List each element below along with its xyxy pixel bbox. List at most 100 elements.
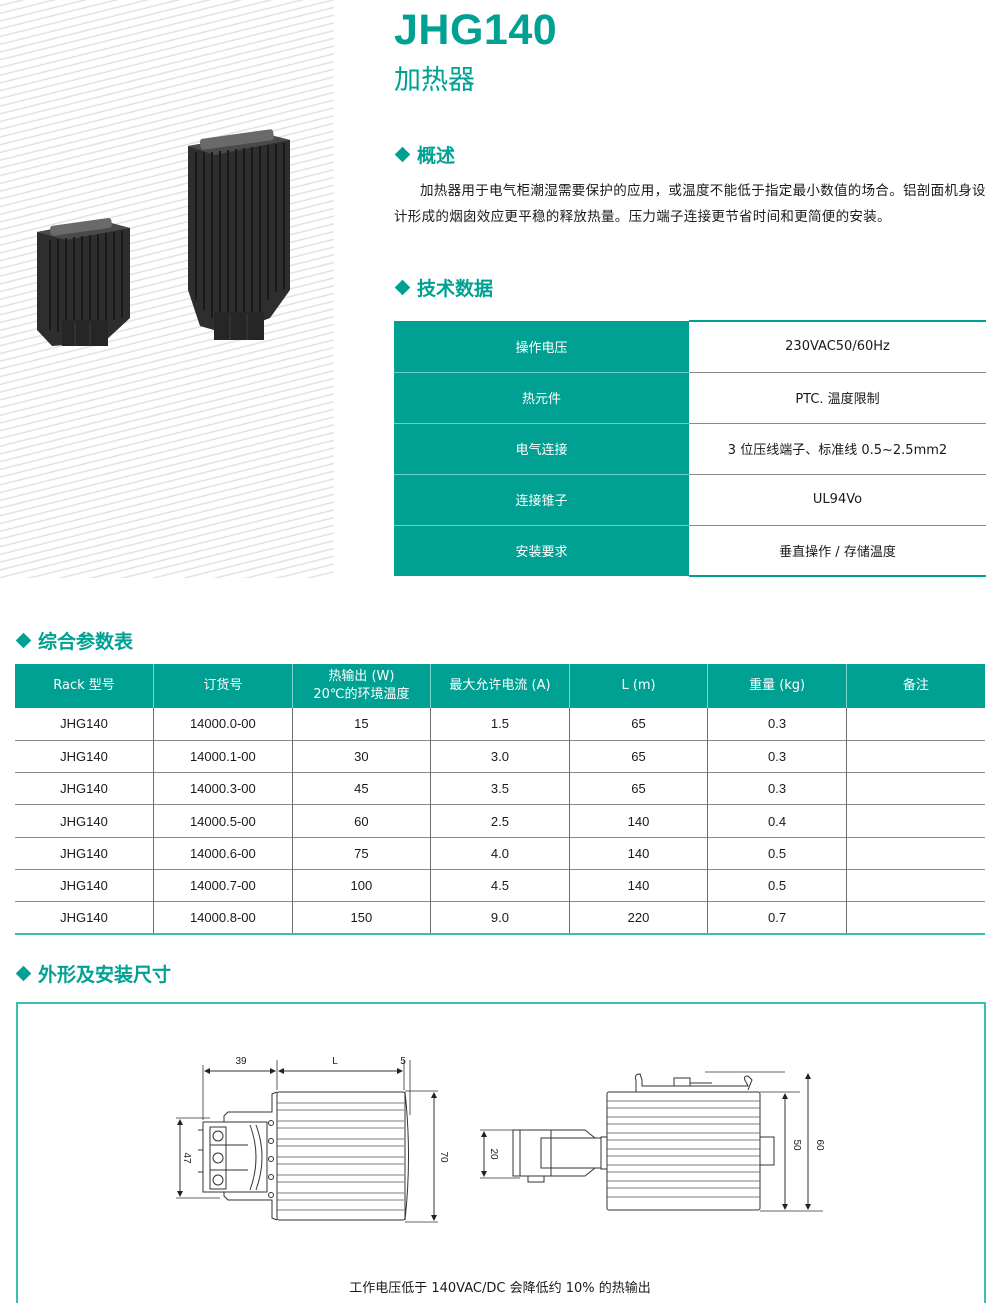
dimension-label-47: 47 bbox=[181, 1152, 192, 1164]
cell-order-no: 14000.6-00 bbox=[153, 836, 293, 870]
table-row: 连接锥子 UL94Vo bbox=[394, 474, 986, 526]
cell-order-no: 14000.8-00 bbox=[153, 901, 293, 936]
cell-heat-output: 60 bbox=[291, 804, 431, 838]
cell-remarks bbox=[845, 868, 985, 902]
column-header-length: L (m) bbox=[568, 664, 708, 708]
table-row: JHG140 14000.6-00 75 4.0 140 0.5 bbox=[15, 836, 985, 870]
column-header-model: Rack 型号 bbox=[15, 664, 154, 708]
dimension-label-20: 20 bbox=[488, 1148, 499, 1160]
cell-length: 65 bbox=[568, 708, 708, 741]
cell-length: 140 bbox=[568, 836, 708, 870]
column-header-heat-output-line2: 20℃的环境温度 bbox=[313, 687, 410, 702]
cell-order-no: 14000.3-00 bbox=[153, 772, 293, 805]
spec-value: 垂直操作 / 存储温度 bbox=[689, 525, 986, 577]
cell-model: JHG140 bbox=[15, 901, 154, 936]
column-header-order-no: 订货号 bbox=[153, 664, 293, 708]
spec-label: 连接锥子 bbox=[394, 474, 689, 526]
cell-max-current: 4.5 bbox=[430, 868, 570, 902]
section-heading-label: 技术数据 bbox=[417, 278, 494, 300]
cell-remarks bbox=[845, 772, 985, 805]
cell-remarks bbox=[845, 708, 985, 741]
cell-length: 220 bbox=[568, 901, 708, 936]
cell-model: JHG140 bbox=[15, 868, 154, 902]
cell-weight: 0.5 bbox=[707, 868, 847, 902]
table-row: 热元件 PTC. 温度限制 bbox=[394, 372, 986, 424]
table-row: JHG140 14000.3-00 45 3.5 65 0.3 bbox=[15, 772, 985, 805]
cell-heat-output: 75 bbox=[291, 836, 431, 870]
tech-data-table: 操作电压 230VAC50/60Hz 热元件 PTC. 温度限制 电气连接 3 … bbox=[394, 320, 986, 577]
cell-max-current: 3.0 bbox=[430, 739, 570, 773]
cell-max-current: 1.5 bbox=[430, 708, 570, 741]
cell-heat-output: 150 bbox=[291, 901, 431, 936]
table-row: 电气连接 3 位压线端子、标准线 0.5~2.5mm2 bbox=[394, 423, 986, 475]
cell-model: JHG140 bbox=[15, 836, 154, 870]
column-header-remarks: 备注 bbox=[845, 664, 985, 708]
cell-remarks bbox=[845, 901, 985, 936]
spec-label: 操作电压 bbox=[394, 321, 689, 373]
cell-model: JHG140 bbox=[15, 772, 154, 805]
spec-value: 230VAC50/60Hz bbox=[689, 320, 986, 373]
spec-label: 安装要求 bbox=[394, 525, 689, 576]
params-table: Rack 型号 订货号 热输出 (W) 20℃的环境温度 最大允许电流 (A) … bbox=[15, 664, 985, 936]
cell-order-no: 14000.5-00 bbox=[153, 804, 293, 838]
cell-order-no: 14000.0-00 bbox=[153, 708, 293, 741]
dimensions-drawing-frame bbox=[16, 1002, 986, 1303]
column-header-max-current: 最大允许电流 (A) bbox=[430, 664, 570, 708]
column-header-heat-output: 热输出 (W) 20℃的环境温度 bbox=[291, 664, 431, 708]
table-row: JHG140 14000.1-00 30 3.0 65 0.3 bbox=[15, 739, 985, 773]
cell-weight: 0.5 bbox=[707, 836, 847, 870]
table-row: JHG140 14000.0-00 15 1.5 65 0.3 bbox=[15, 708, 985, 741]
column-header-weight: 重量 (kg) bbox=[707, 664, 847, 708]
cell-remarks bbox=[845, 804, 985, 838]
section-heading-overview: 概述 bbox=[394, 141, 455, 168]
small-heater-illustration bbox=[37, 217, 130, 346]
dimension-label-50: 50 bbox=[791, 1139, 802, 1151]
cell-order-no: 14000.1-00 bbox=[153, 739, 293, 773]
dimension-label-5: 5 bbox=[400, 1056, 406, 1067]
dimension-label-70: 70 bbox=[438, 1151, 449, 1163]
dimension-label-60: 60 bbox=[814, 1139, 825, 1151]
cell-length: 140 bbox=[568, 804, 708, 838]
spec-label: 热元件 bbox=[394, 372, 689, 424]
spec-value: 3 位压线端子、标准线 0.5~2.5mm2 bbox=[689, 423, 986, 475]
table-row: 操作电压 230VAC50/60Hz bbox=[394, 320, 986, 373]
side-view-drawing bbox=[176, 1060, 438, 1223]
cell-weight: 0.4 bbox=[707, 804, 847, 838]
column-header-heat-output-line1: 热输出 (W) bbox=[328, 669, 395, 684]
page-subtitle-product: 加热器 bbox=[394, 65, 475, 96]
table-header-row: Rack 型号 订货号 热输出 (W) 20℃的环境温度 最大允许电流 (A) … bbox=[15, 664, 985, 708]
cell-weight: 0.3 bbox=[707, 739, 847, 773]
table-row: 安装要求 垂直操作 / 存储温度 bbox=[394, 525, 986, 577]
cell-model: JHG140 bbox=[15, 739, 154, 773]
cell-remarks bbox=[845, 836, 985, 870]
section-heading-label: 综合参数表 bbox=[38, 631, 134, 653]
cell-length: 65 bbox=[568, 772, 708, 805]
table-row: JHG140 14000.5-00 60 2.5 140 0.4 bbox=[15, 804, 985, 838]
large-heater-illustration bbox=[188, 129, 290, 340]
spec-value: UL94Vo bbox=[689, 474, 986, 526]
cell-weight: 0.3 bbox=[707, 772, 847, 805]
product-image bbox=[37, 129, 290, 346]
section-heading-tech-data: 技术数据 bbox=[394, 274, 493, 301]
cell-remarks bbox=[845, 739, 985, 773]
page-title-model: JHG140 bbox=[394, 6, 558, 54]
front-view-drawing bbox=[480, 1071, 823, 1212]
overview-paragraph: 加热器用于电气柜潮湿需要保护的应用，或温度不能低于指定最小数值的场合。铝剖面机身… bbox=[394, 183, 986, 225]
table-row: JHG140 14000.7-00 100 4.5 140 0.5 bbox=[15, 868, 985, 902]
cell-weight: 0.7 bbox=[707, 901, 847, 936]
cell-weight: 0.3 bbox=[707, 708, 847, 741]
cell-heat-output: 15 bbox=[291, 708, 431, 741]
cell-max-current: 3.5 bbox=[430, 772, 570, 805]
dimension-label-39: 39 bbox=[235, 1056, 247, 1067]
section-heading-params: 综合参数表 bbox=[15, 627, 133, 654]
cell-heat-output: 30 bbox=[291, 739, 431, 773]
dimensions-caption: 工作电压低于 140VAC/DC 会降低约 10% 的热输出 bbox=[349, 1281, 651, 1296]
cell-max-current: 9.0 bbox=[430, 901, 570, 936]
cell-length: 140 bbox=[568, 868, 708, 902]
section-heading-label: 外形及安装尺寸 bbox=[38, 964, 172, 986]
cell-length: 65 bbox=[568, 739, 708, 773]
spec-value: PTC. 温度限制 bbox=[689, 372, 986, 424]
cell-model: JHG140 bbox=[15, 804, 154, 838]
table-row: JHG140 14000.8-00 150 9.0 220 0.7 bbox=[15, 901, 985, 936]
